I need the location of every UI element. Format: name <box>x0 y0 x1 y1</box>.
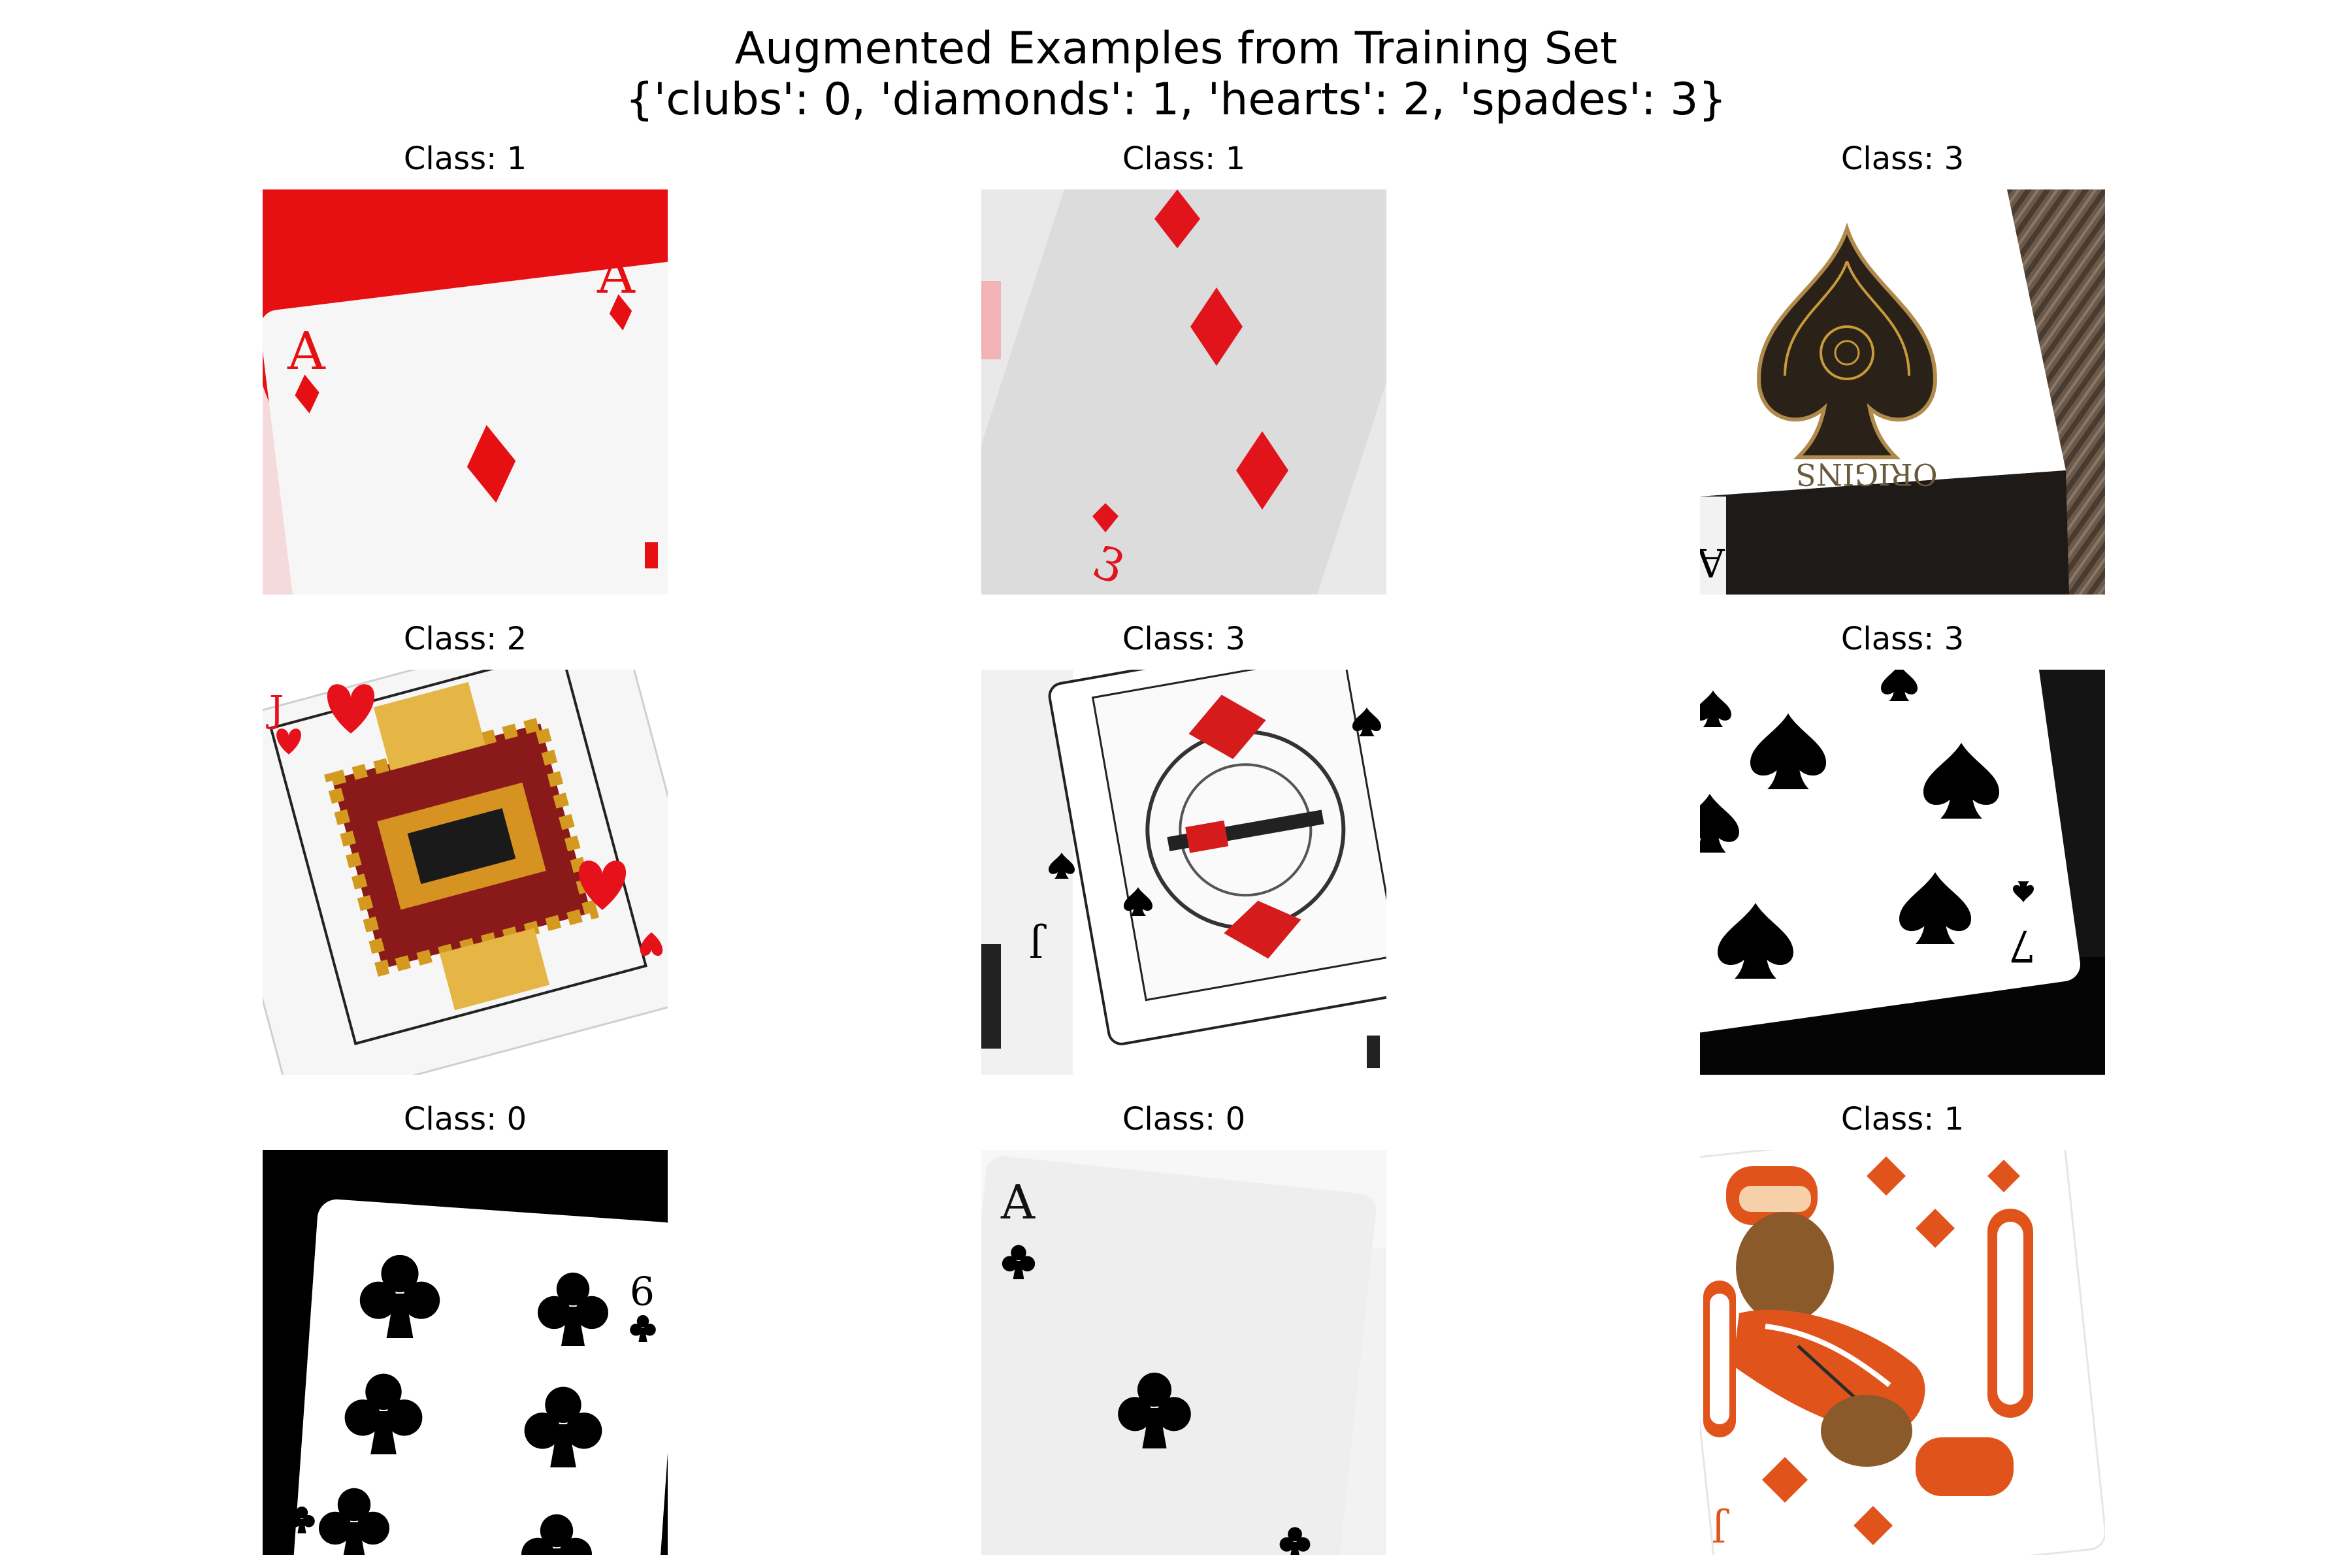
svg-text:7: 7 <box>2008 921 2036 971</box>
svg-text:J: J <box>1712 1507 1729 1549</box>
tile-3-ornate-spade-image: ORIGINS A <box>1700 189 2105 595</box>
tile-2-three-of-diamonds-image: 3 <box>981 189 1386 595</box>
tile-4-caption: Class: 2 <box>403 621 527 657</box>
tile-7-caption: Class: 0 <box>403 1101 527 1137</box>
tile-9-caption: Class: 1 <box>1840 1101 1965 1137</box>
class-mapping-subtitle: {'clubs': 0, 'diamonds': 1, 'hearts': 2,… <box>625 74 1727 125</box>
tile-6-caption: Class: 3 <box>1840 621 1965 657</box>
tile-8-caption: Class: 0 <box>1122 1101 1246 1137</box>
tile-5-caption: Class: 3 <box>1122 621 1246 657</box>
tile-3-caption: Class: 3 <box>1840 140 1965 177</box>
svg-text:J: J <box>1029 922 1047 964</box>
tile-1-caption: Class: 1 <box>403 140 527 177</box>
tile-2-caption: Class: 1 <box>1122 140 1246 177</box>
svg-text:9: 9 <box>630 1267 655 1313</box>
tile-4-jack-of-hearts-image: J <box>263 670 668 1075</box>
svg-text:J: J <box>266 689 284 731</box>
svg-text:A: A <box>596 244 636 305</box>
tile-9-jack-of-diamonds-image: J <box>1700 1150 2105 1555</box>
tile-1-ace-of-diamonds-image: A A <box>263 189 668 595</box>
tile-6-seven-of-spades-image: 7 <box>1700 670 2105 1075</box>
tile-8-ace-of-clubs-image: A <box>981 1150 1386 1555</box>
svg-text:ORIGINS: ORIGINS <box>1795 457 1937 492</box>
svg-text:A: A <box>287 321 326 382</box>
svg-text:A: A <box>1000 1175 1036 1230</box>
figure-title: Augmented Examples from Training Set <box>734 23 1618 74</box>
tile-7-nine-of-clubs-image: 9 <box>263 1150 668 1555</box>
tile-5-jack-of-spades-image: J <box>981 670 1386 1075</box>
svg-text:A: A <box>1700 539 1725 585</box>
